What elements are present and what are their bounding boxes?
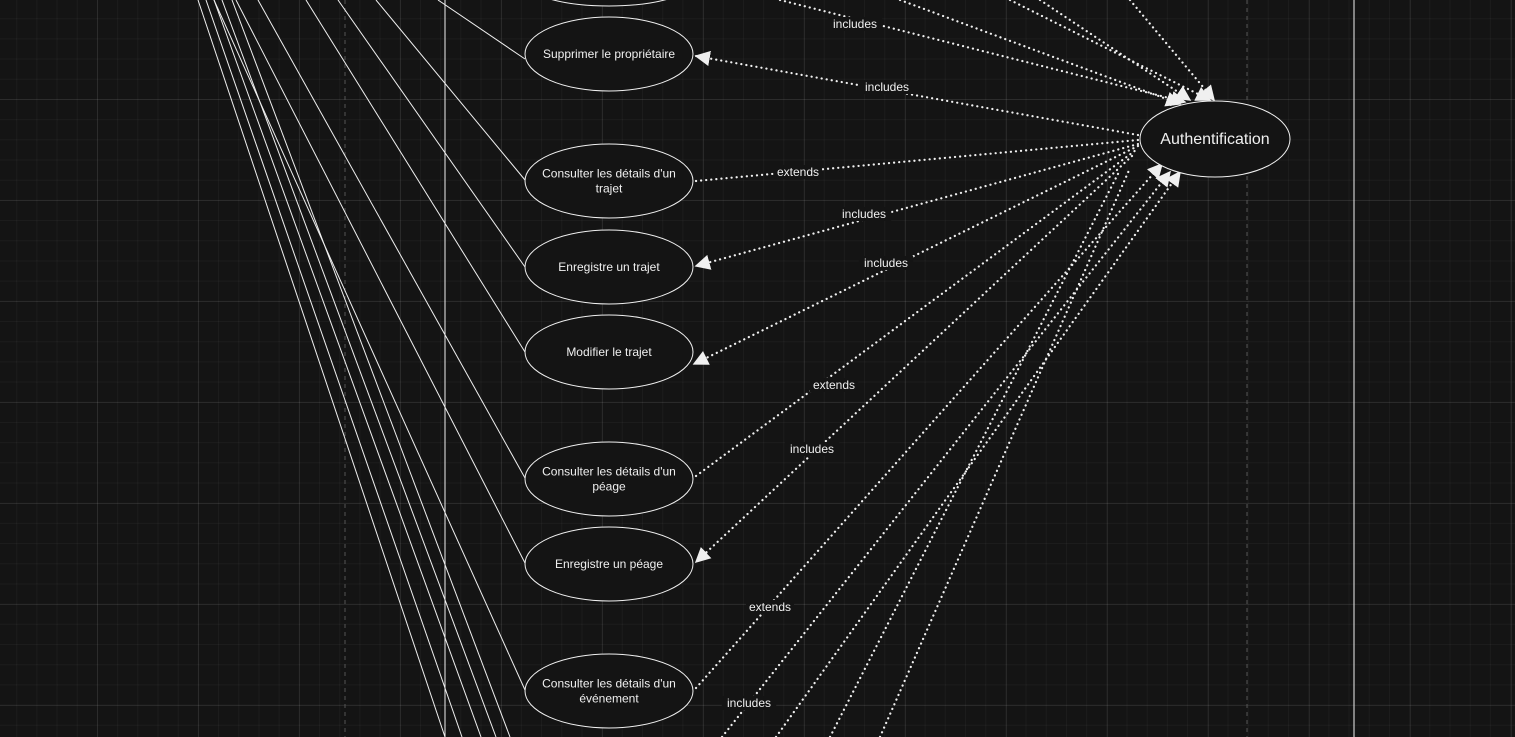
use-case-modifier-trajet[interactable]: Modifier le trajet (524, 314, 694, 390)
edge-label-includes: includes (784, 442, 840, 456)
assoc-line (305, 0, 526, 353)
edge-label-text: includes (842, 207, 886, 221)
authentification-ellipse[interactable] (1139, 100, 1291, 178)
edge-label-text: includes (864, 256, 908, 270)
assoc-line (213, 0, 482, 737)
edge-label-extends: extends (809, 378, 859, 392)
use-case-label: Modifier le trajet (566, 345, 652, 359)
assoc-line (235, 0, 526, 564)
edge-label-text: includes (727, 696, 771, 710)
use-case-label: Consulter les détails d'un (542, 465, 676, 479)
use-case-label: trajet (596, 182, 623, 196)
edge-label-background (745, 600, 795, 614)
dependency-edge (898, 0, 1182, 107)
authentification-label: Authentification (1160, 131, 1269, 148)
edge-label-extends: extends (773, 165, 823, 179)
dependency-edge (878, 166, 1132, 737)
dependency-edge (694, 154, 1134, 564)
use-case-enregistre-peage[interactable]: Enregistre un péage (524, 526, 694, 602)
use-case-supprimer-proprietaire[interactable]: Supprimer le propriétaire (524, 16, 694, 92)
edge-label-background (836, 207, 892, 221)
use-case-label: Consulter les détails d'un (542, 167, 676, 181)
use-case-ellipse[interactable] (524, 526, 694, 602)
use-case-ellipse[interactable] (524, 314, 694, 390)
edge-label-background (773, 165, 823, 179)
edge-label-background (827, 17, 883, 31)
dependency-edge (720, 170, 1172, 737)
edge-label-text: extends (749, 600, 791, 614)
use-case-ellipse[interactable] (524, 16, 694, 92)
dependency-edge (1008, 0, 1212, 102)
use-case-ellipse[interactable] (524, 441, 694, 517)
assoc-line (213, 0, 526, 691)
dependency-edge (694, 148, 1138, 478)
assoc-line (231, 0, 511, 737)
actor-associations (197, 0, 526, 737)
use-case-ellipse[interactable] (524, 229, 694, 305)
assoc-line (197, 0, 446, 737)
edge-label-includes: includes (721, 696, 777, 710)
dependency-edge (692, 144, 1140, 366)
assoc-line (221, 0, 497, 737)
use-case-label: Enregistre un trajet (558, 260, 660, 274)
dependency-edge (694, 142, 1140, 270)
assoc-line (337, 0, 526, 268)
dependency-edges (692, 0, 1216, 737)
use-case-top-partial[interactable] (525, 0, 693, 7)
use-case-ellipse[interactable] (524, 653, 694, 729)
use-case-label: événement (579, 692, 639, 706)
use-case-authentification[interactable]: Authentification (1139, 100, 1291, 178)
edge-label-text: includes (833, 17, 877, 31)
dependency-edge (694, 50, 1140, 137)
dependency-edge (774, 170, 1182, 737)
edge-label-text: includes (790, 442, 834, 456)
edge-label-includes: includes (858, 256, 914, 270)
use-case-ellipse[interactable] (524, 143, 694, 219)
edge-label-background (809, 378, 859, 392)
use-case-label: Supprimer le propriétaire (543, 47, 675, 61)
edge-labels: includes includes extends includes includes e… (721, 17, 915, 710)
use-case-label: Consulter les détails d'un (542, 677, 676, 691)
assoc-line (437, 0, 526, 60)
dependency-edge (1128, 0, 1216, 102)
dependency-edge (694, 138, 1140, 183)
dependency-edge (778, 0, 1187, 107)
edge-label-background (784, 442, 840, 456)
assoc-line (205, 0, 463, 737)
edge-label-includes: includes (827, 17, 883, 31)
assoc-line (375, 0, 526, 181)
edge-label-extends: extends (745, 600, 795, 614)
edge-label-background (858, 256, 914, 270)
edge-label-text: includes (865, 80, 909, 94)
edge-label-text: extends (813, 378, 855, 392)
assoc-line (257, 0, 526, 479)
edge-label-includes: includes (859, 80, 915, 94)
use-case-label: Enregistre un péage (555, 557, 663, 571)
edge-label-text: extends (777, 165, 819, 179)
dependency-edge (1038, 0, 1192, 102)
dependency-edge (828, 168, 1122, 737)
edge-label-background (859, 80, 915, 94)
use-case-label: péage (592, 480, 626, 494)
edge-label-includes: includes (836, 207, 892, 221)
use-case-enregistre-trajet[interactable]: Enregistre un trajet (524, 229, 694, 305)
edge-label-background (721, 696, 777, 710)
